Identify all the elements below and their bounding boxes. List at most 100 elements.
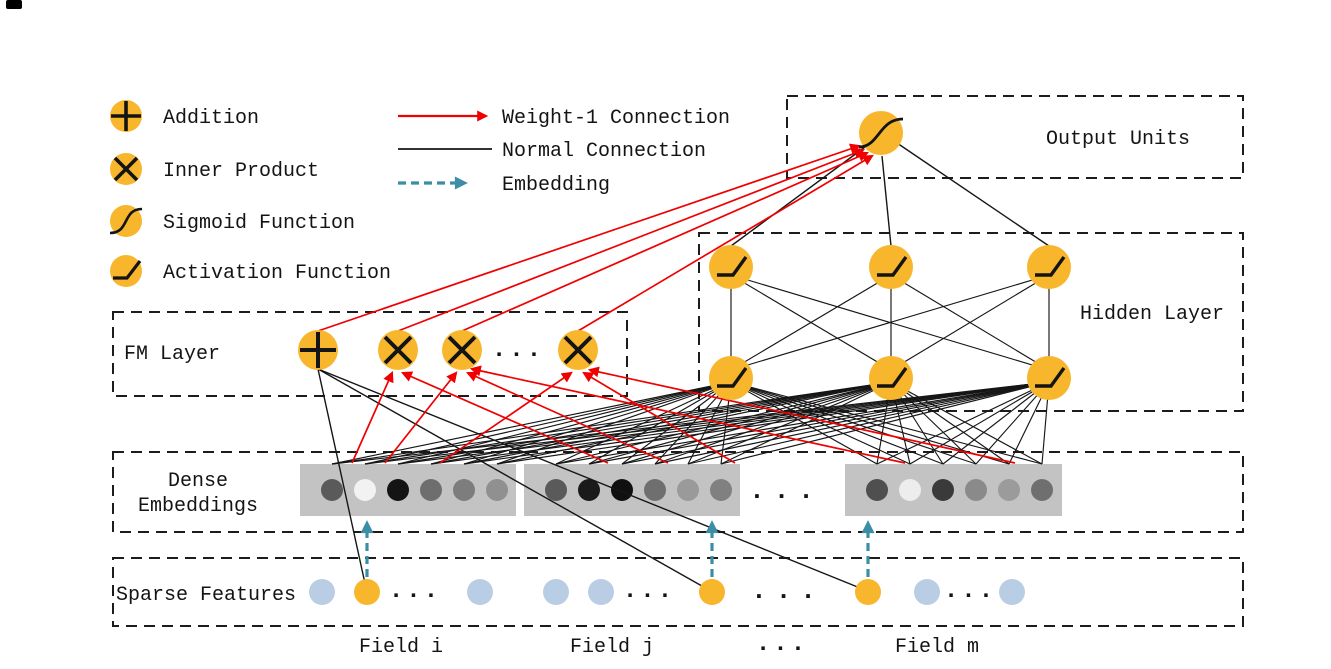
activation-icon bbox=[869, 356, 913, 400]
connection-line bbox=[730, 381, 944, 465]
legend-item-addition: Addition bbox=[110, 100, 259, 132]
dense-embeddings-label-line2: Embeddings bbox=[138, 495, 258, 518]
hidden-layer-nodes bbox=[709, 245, 1071, 400]
fm-inner-product-node bbox=[378, 330, 418, 370]
sparse-feature-node bbox=[699, 579, 725, 605]
embedding-cell bbox=[710, 479, 732, 501]
hidden-layer-connections bbox=[730, 274, 1050, 371]
weight1-connection-line bbox=[317, 143, 862, 332]
activation-icon bbox=[1027, 356, 1071, 400]
sparse-feature-node bbox=[999, 579, 1025, 605]
connection-line bbox=[654, 381, 892, 465]
icon-glyph bbox=[109, 207, 143, 235]
hidden-layer-label: Hidden Layer bbox=[1080, 303, 1224, 326]
corner-artifact bbox=[6, 0, 22, 9]
connection-line bbox=[496, 381, 892, 465]
icon-glyph bbox=[1035, 367, 1066, 388]
icon-glyph bbox=[113, 260, 142, 280]
hidden-layer-box bbox=[698, 232, 1244, 412]
weight1-connection-line bbox=[384, 371, 458, 464]
embedding-cell bbox=[387, 479, 409, 501]
weight1-connection-line bbox=[397, 148, 866, 332]
embedding-cell bbox=[420, 479, 442, 501]
embedding-cell bbox=[578, 479, 600, 501]
embedding-cell bbox=[354, 479, 376, 501]
sparse-feature-node bbox=[914, 579, 940, 605]
legend-node-types: Addition Inner Product Sigmoid Function … bbox=[109, 100, 391, 287]
dense-embeddings-box bbox=[112, 451, 1244, 533]
fm-inner-product-node bbox=[558, 330, 598, 370]
sparse-feature-node bbox=[467, 579, 493, 605]
icon-glyph bbox=[563, 335, 593, 365]
connection-line bbox=[397, 381, 732, 465]
field-label-dots: ... bbox=[756, 631, 808, 658]
legend-label: Embedding bbox=[502, 174, 610, 197]
sparse-feature-node bbox=[855, 579, 881, 605]
connection-line bbox=[555, 381, 732, 465]
connection-line bbox=[730, 381, 977, 465]
embedding-cell bbox=[677, 479, 699, 501]
connection-line bbox=[496, 381, 732, 465]
activation-icon bbox=[110, 255, 142, 287]
field-label-i: Field i bbox=[359, 636, 443, 659]
icon-glyph bbox=[877, 256, 908, 277]
legend-item-inner-product: Inner Product bbox=[110, 153, 319, 185]
output-units-label: Output Units bbox=[1046, 128, 1190, 151]
sparse-ellipsis: ... bbox=[751, 576, 825, 606]
weight1-connection-line bbox=[439, 371, 573, 464]
hidden-activation-node bbox=[709, 356, 753, 400]
embedding-cell bbox=[932, 479, 954, 501]
legend-item-sigmoid: Sigmoid Function bbox=[109, 205, 355, 237]
sparse-features-box bbox=[112, 557, 1244, 627]
connection-line bbox=[720, 381, 892, 465]
weight1-connections bbox=[317, 143, 1016, 464]
embedding-cell bbox=[644, 479, 666, 501]
connection-line bbox=[730, 274, 1050, 371]
icon-glyph bbox=[113, 156, 139, 182]
hidden-activation-node bbox=[869, 356, 913, 400]
weight1-connection-line bbox=[461, 151, 870, 332]
connection-line bbox=[896, 142, 1050, 247]
activation-icon bbox=[709, 245, 753, 289]
fm-ellipsis: ... bbox=[492, 337, 544, 364]
icon-glyph bbox=[111, 101, 141, 131]
hidden-activation-node bbox=[869, 245, 913, 289]
fm-inner-product-node bbox=[442, 330, 482, 370]
weight1-connection-line bbox=[465, 371, 669, 464]
hidden-activation-node bbox=[1027, 356, 1071, 400]
field-label-m: Field m bbox=[895, 636, 979, 659]
legend-item-weight1-connection: Weight-1 Connection bbox=[398, 107, 730, 130]
connection-line bbox=[730, 274, 892, 371]
icon-glyph bbox=[877, 367, 908, 388]
embedding-cell bbox=[453, 479, 475, 501]
weight1-connection-line bbox=[582, 371, 736, 464]
hidden-activation-node bbox=[1027, 245, 1071, 289]
field-label-j: Field j bbox=[570, 636, 654, 659]
activation-icon bbox=[1027, 245, 1071, 289]
output-units-box bbox=[786, 95, 1244, 179]
activation-icon bbox=[709, 356, 753, 400]
sparse-feature-node bbox=[588, 579, 614, 605]
legend-label: Normal Connection bbox=[502, 140, 706, 163]
weight1-connection-line bbox=[587, 366, 1016, 464]
sparse-feature-node bbox=[309, 579, 335, 605]
dense-embedding-vectors: ... bbox=[300, 464, 1062, 516]
fm-layer-label: FM Layer bbox=[124, 343, 220, 366]
connection-line bbox=[730, 381, 1010, 465]
legend-label: Weight-1 Connection bbox=[502, 107, 730, 130]
embedding-cell bbox=[965, 479, 987, 501]
connection-line bbox=[890, 381, 1043, 465]
embedding-cell bbox=[486, 479, 508, 501]
sparse-ellipsis: ... bbox=[389, 578, 441, 605]
normal-connections bbox=[317, 142, 1050, 591]
legend-item-activation: Activation Function bbox=[110, 255, 391, 287]
dense-embeddings-label-line1: Dense bbox=[168, 470, 228, 493]
field-labels: Field i Field j ... Field m bbox=[359, 631, 979, 659]
sparse-ellipsis: ... bbox=[623, 578, 675, 605]
connection-line bbox=[881, 155, 892, 247]
weight1-connection-line bbox=[577, 154, 874, 332]
connection-line bbox=[730, 381, 878, 465]
weight1-connection-line bbox=[351, 370, 394, 464]
icon-glyph bbox=[383, 335, 413, 365]
connection-line bbox=[317, 368, 866, 591]
